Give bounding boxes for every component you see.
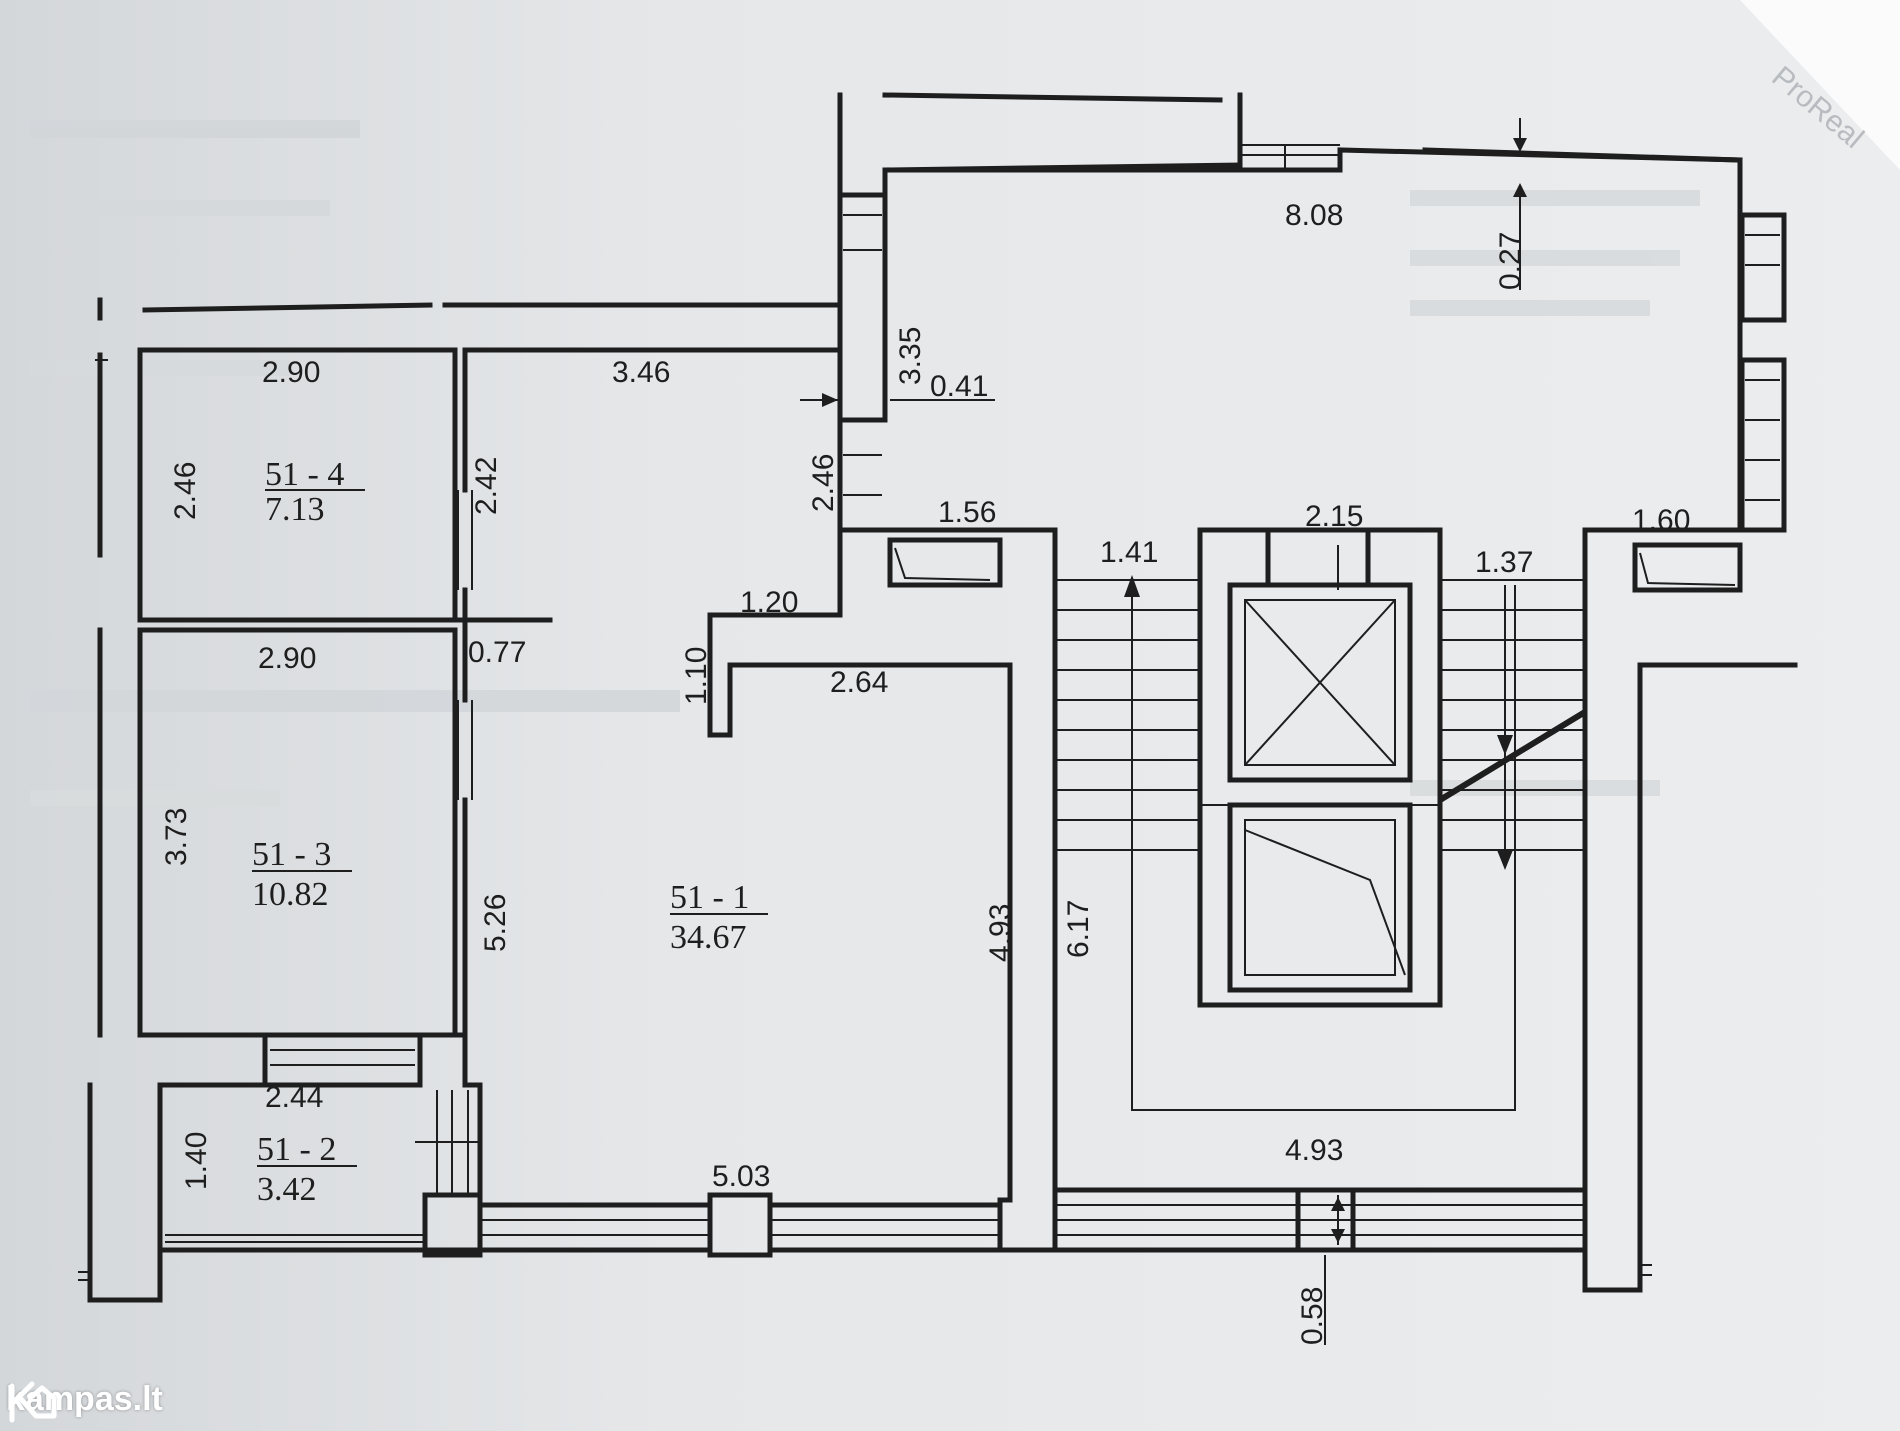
dim-r4-width: 2.90	[262, 356, 320, 389]
room-51-3-label: 51 - 3	[252, 836, 331, 873]
dim-stair-617: 6.17	[1062, 900, 1095, 958]
walls	[87, 92, 1798, 1303]
dim-r1-right: 4.93	[984, 904, 1017, 962]
dim-r4-right: 2.42	[470, 457, 503, 515]
room-51-1-area: 34.67	[670, 919, 747, 956]
dim-top-027: 0.27	[1494, 232, 1527, 290]
dim-r3-width: 2.90	[258, 642, 316, 675]
dim-hall-120: 1.20	[740, 586, 798, 619]
room-51-4-label: 51 - 4	[265, 456, 344, 493]
stair-arrows	[822, 138, 1527, 1243]
dim-shaft-160: 1.60	[1632, 504, 1690, 537]
dimension-labels: 2.90 2.46 2.42 2.90 0.77 3.73 2.44 1.40 …	[160, 199, 1690, 1345]
dim-shaft-156: 1.56	[938, 496, 996, 529]
dim-r1-width: 2.64	[830, 666, 888, 699]
room-51-2-area: 3.42	[257, 1171, 317, 1208]
dim-balcony-058: 0.58	[1296, 1287, 1329, 1345]
dim-r1-left: 5.26	[479, 894, 512, 952]
room-51-3-area: 10.82	[252, 876, 329, 913]
stair-break-line	[1438, 709, 1587, 803]
dim-top-808: 8.08	[1285, 199, 1343, 232]
room-51-1-label: 51 - 1	[670, 879, 749, 916]
room-51-2-label: 51 - 2	[257, 1131, 336, 1168]
dim-flight-137: 1.37	[1475, 546, 1533, 579]
dim-balcony-493: 4.93	[1285, 1134, 1343, 1167]
dim-wall-077: 0.77	[468, 636, 526, 669]
dim-hall-width: 3.46	[612, 356, 670, 389]
dim-r4-height: 2.46	[169, 462, 202, 520]
dim-r2-height: 1.40	[180, 1132, 213, 1190]
dim-r1-bottom: 5.03	[712, 1160, 770, 1193]
room-labels: 51 - 4 7.13 51 - 3 10.82 51 - 2 3.42 51 …	[252, 456, 768, 1208]
details	[78, 118, 1780, 1345]
dim-corr-335: 3.35	[894, 327, 927, 385]
dim-corr-041: 0.41	[930, 370, 988, 403]
dim-r3-height: 3.73	[160, 808, 193, 866]
page-corner	[1740, 0, 1900, 170]
dim-flight-141: 1.41	[1100, 536, 1158, 569]
house-k-icon	[9, 1381, 57, 1423]
kampas-watermark: kampas.lt	[6, 1372, 163, 1426]
dim-hall-height: 2.46	[807, 454, 840, 512]
dim-hall-110: 1.10	[680, 647, 713, 705]
room-51-4-area: 7.13	[265, 491, 325, 528]
show-through-text	[30, 120, 1700, 806]
dim-r2-width: 2.44	[265, 1081, 323, 1114]
dim-lift-215: 2.15	[1305, 500, 1363, 533]
